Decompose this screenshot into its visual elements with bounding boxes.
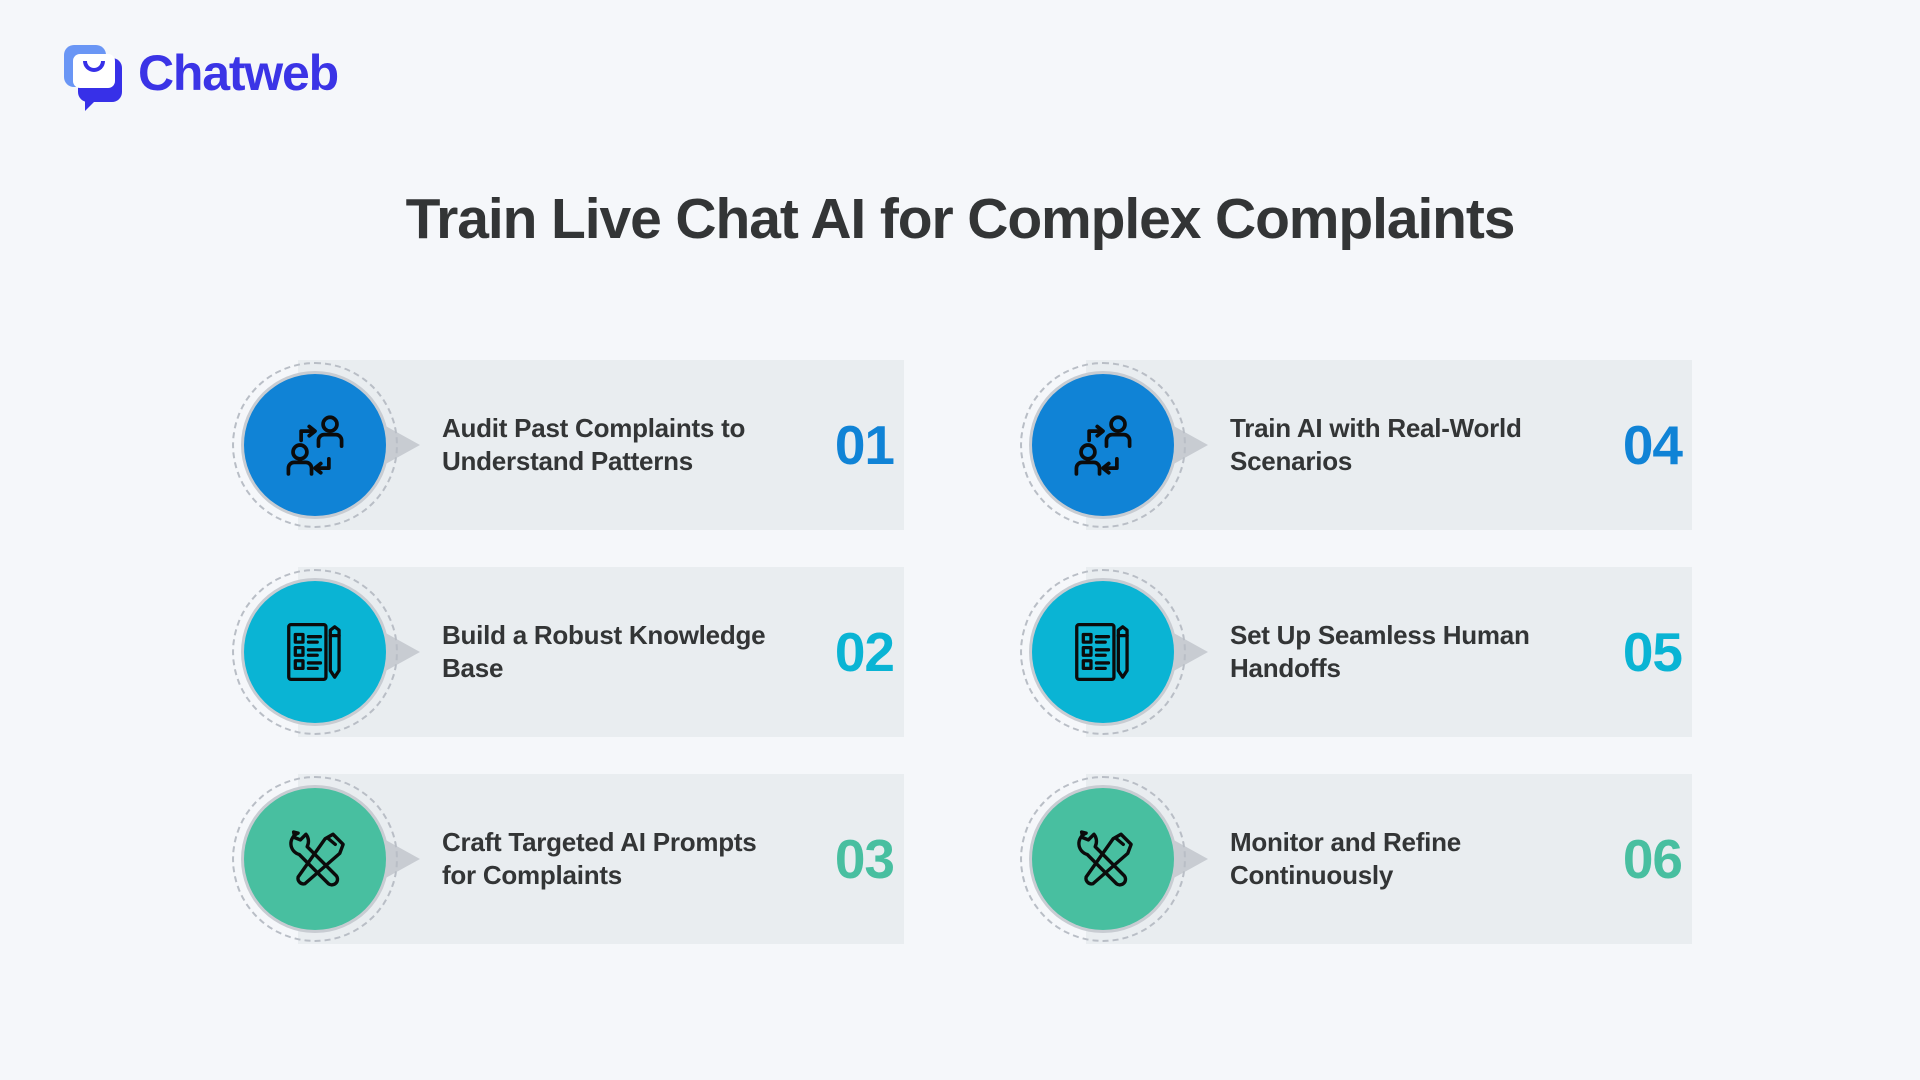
card-title: Audit Past Complaints to Understand Patt… bbox=[442, 412, 746, 476]
card-body: Audit Past Complaints to Understand Patt… bbox=[442, 412, 904, 479]
card-title: Build a Robust Knowledge Base bbox=[442, 619, 766, 683]
checklist-pencil-icon bbox=[1032, 581, 1174, 723]
card-title: Set Up Seamless Human Handoffs bbox=[1230, 619, 1530, 683]
card-body: Craft Targeted AI Prompts for Complaints… bbox=[442, 826, 904, 893]
card-body: Train AI with Real-World Scenarios 04 bbox=[1230, 412, 1692, 479]
card-number: 05 bbox=[1622, 620, 1683, 683]
card-body: Monitor and Refine Continuously 06 bbox=[1230, 826, 1692, 893]
card-number: 03 bbox=[834, 827, 895, 890]
steps-grid: Audit Past Complaints to Understand Patt… bbox=[232, 360, 1692, 944]
badge-dashed-ring bbox=[1020, 569, 1186, 735]
card-number: 02 bbox=[834, 620, 895, 683]
wrench-screwdriver-icon bbox=[1032, 788, 1174, 930]
badge-dashed-ring bbox=[232, 362, 398, 528]
people-exchange-icon bbox=[244, 374, 386, 516]
step-card-03[interactable]: Craft Targeted AI Prompts for Complaints… bbox=[232, 774, 904, 944]
card-title: Craft Targeted AI Prompts for Complaints bbox=[442, 826, 757, 890]
checklist-pencil-icon bbox=[244, 581, 386, 723]
card-body: Set Up Seamless Human Handoffs 05 bbox=[1230, 619, 1692, 686]
card-body: Build a Robust Knowledge Base 02 bbox=[442, 619, 904, 686]
card-number: 04 bbox=[1622, 413, 1683, 476]
card-number: 01 bbox=[834, 413, 895, 476]
brand-logo[interactable]: Chatweb bbox=[62, 42, 339, 111]
logo-smile-arc bbox=[83, 61, 105, 72]
step-card-06[interactable]: Monitor and Refine Continuously 06 bbox=[1020, 774, 1692, 944]
card-title: Monitor and Refine Continuously bbox=[1230, 826, 1461, 890]
people-exchange-icon bbox=[1032, 374, 1174, 516]
badge-dashed-ring bbox=[232, 569, 398, 735]
step-card-02[interactable]: Build a Robust Knowledge Base 02 bbox=[232, 567, 904, 737]
step-card-05[interactable]: Set Up Seamless Human Handoffs 05 bbox=[1020, 567, 1692, 737]
step-card-04[interactable]: Train AI with Real-World Scenarios 04 bbox=[1020, 360, 1692, 530]
step-card-01[interactable]: Audit Past Complaints to Understand Patt… bbox=[232, 360, 904, 530]
badge-dashed-ring bbox=[1020, 776, 1186, 942]
page-title: Train Live Chat AI for Complex Complaint… bbox=[405, 187, 1516, 251]
brand-name: Chatweb bbox=[138, 45, 339, 101]
chat-bubble-smile-icon bbox=[62, 42, 124, 111]
card-number: 06 bbox=[1622, 827, 1683, 890]
badge-dashed-ring bbox=[232, 776, 398, 942]
card-title: Train AI with Real-World Scenarios bbox=[1230, 412, 1522, 476]
badge-dashed-ring bbox=[1020, 362, 1186, 528]
wrench-screwdriver-icon bbox=[244, 788, 386, 930]
